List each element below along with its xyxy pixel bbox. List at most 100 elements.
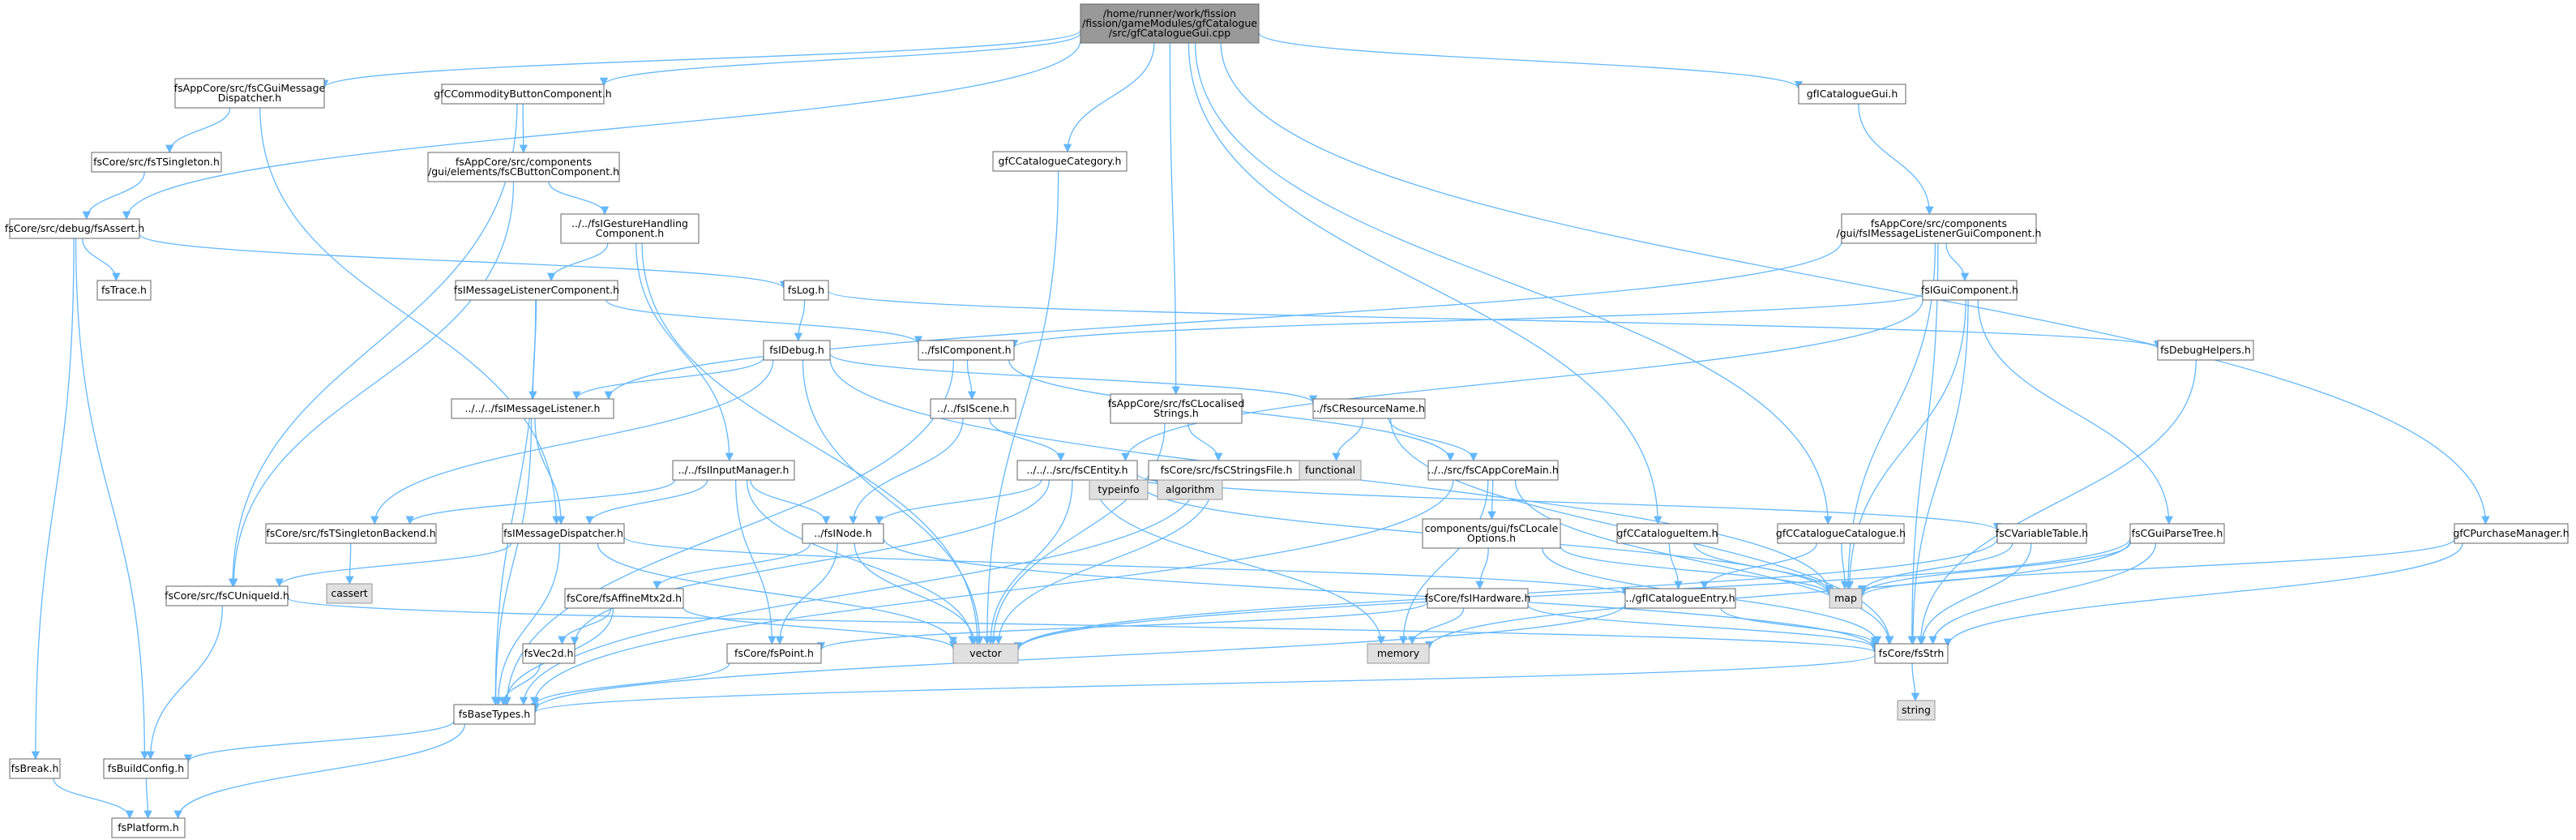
node-tsingleton[interactable]: fsCore/src/fsTSingleton.h: [91, 152, 222, 173]
node-label-guiComponent-0: fsIGuiComponent.h: [1921, 284, 2018, 296]
edge-inputManager-to-fsPoint: [735, 479, 777, 645]
edge-varTable-to-fsStrh: [1917, 542, 2032, 645]
node-box-catItem: [1616, 523, 1718, 544]
node-platform[interactable]: fsPlatform.h: [111, 817, 186, 838]
node-label-algorithm-0: algorithm: [1166, 483, 1214, 495]
node-buildConfig[interactable]: fsBuildConfig.h: [103, 758, 189, 779]
edge-uniqueId-to-fsStrh: [287, 598, 1879, 654]
edge-fsStrh-to-baseTypes: [531, 654, 1876, 714]
node-debugHelpers[interactable]: fsDebugHelpers.h: [2157, 340, 2254, 361]
edge-fsIDebug-to-msgListener: [572, 357, 764, 401]
node-label-debugHelpers-0: fsDebugHelpers.h: [2160, 344, 2251, 356]
node-label-fsBreak-0: fsBreak.h: [11, 762, 59, 774]
node-fsLog[interactable]: fsLog.h: [783, 280, 829, 301]
node-fsCEntity[interactable]: ../../../src/fsCEntity.h: [1016, 460, 1138, 481]
edge-gesture-to-msgListenerComp: [546, 242, 609, 282]
edge-catItem-to-catEntry: [1668, 542, 1683, 590]
edge-parseTree-to-fsStrh: [1928, 542, 2157, 645]
node-map: map: [1829, 588, 1863, 609]
node-resourceName[interactable]: ../fsCResourceName.h: [1312, 398, 1426, 419]
edge-fsCEntity-to-vector: [986, 479, 1073, 645]
edge-root-to-fsAssert: [122, 40, 1081, 221]
node-parseTree[interactable]: fsCGuiParseTree.h: [2129, 523, 2225, 544]
edge-parseTree-to-vector: [1013, 538, 2131, 652]
edge-fsINode-to-affineMtx: [653, 542, 811, 590]
node-label-catCatalogue-0: gfCCatalogueCatalogue.h: [1776, 527, 1906, 539]
node-box-fsCEntity: [1016, 460, 1138, 481]
node-box-appCoreMain: [1427, 460, 1559, 481]
edge-fsLog-to-fsIDebug: [794, 299, 806, 342]
node-fsStrh[interactable]: fsCore/fsStrh: [1874, 643, 1949, 664]
edge-localised-to-stringsFile: [1187, 422, 1223, 462]
edge-fsAssert-to-fsTrace: [81, 238, 121, 282]
edge-fsIScene-to-fsINode: [849, 418, 964, 525]
node-appCoreMain[interactable]: ../../src/fsCAppCoreMain.h: [1427, 460, 1559, 481]
node-box-memory: [1367, 643, 1430, 664]
node-fsTrace[interactable]: fsTrace.h: [96, 280, 152, 301]
node-msgListenerComp[interactable]: fsIMessageListenerComponent.h: [454, 280, 619, 301]
node-affineMtx[interactable]: fsCore/fsAffineMtx2d.h: [564, 588, 684, 609]
node-fsIDebug[interactable]: fsIDebug.h: [763, 340, 831, 361]
node-fsPoint[interactable]: fsCore/fsPoint.h: [726, 643, 822, 664]
edge-varTable-to-map: [1857, 542, 2013, 594]
edge-msgDispatcher-to-vector: [597, 542, 958, 645]
edge-debugHelpers-to-fsStrh: [1916, 359, 2197, 645]
node-msgListenerGui[interactable]: fsAppCore/src/components/gui/fsIMessageL…: [1837, 213, 2042, 244]
node-stringsFile[interactable]: fsCore/src/fsCStringsFile.h: [1148, 460, 1305, 481]
edge-fsCEntity-to-memory: [1093, 479, 1386, 645]
node-label-varTable-0: fsCVariableTable.h: [1996, 527, 2088, 539]
edge-commodity-to-buttonComp: [519, 103, 528, 154]
node-commodity[interactable]: gfCCommodityButtonComponent.h: [434, 84, 612, 105]
node-label-map-0: map: [1834, 592, 1857, 604]
node-catItem[interactable]: gfCCatalogueItem.h: [1616, 523, 1718, 544]
node-fsBreak[interactable]: fsBreak.h: [9, 758, 61, 779]
edge-fsAssert-to-buildConfig: [75, 238, 149, 761]
edge-msgListenerComp-to-baseTypes: [490, 299, 537, 706]
edge-stringsFile-to-vector: [994, 479, 1214, 645]
node-box-root: [1080, 3, 1260, 44]
node-label-fsIComponent-0: ../fsIComponent.h: [921, 344, 1011, 356]
node-msgDispatcher[interactable]: fsIMessageDispatcher.h: [502, 523, 625, 544]
node-label-typeinfo-0: typeinfo: [1098, 483, 1139, 495]
node-singletonBackend[interactable]: fsCore/src/fsTSingletonBackend.h: [265, 523, 437, 544]
node-baseTypes[interactable]: fsBaseTypes.h: [453, 704, 536, 725]
node-fsIComponent[interactable]: ../fsIComponent.h: [918, 340, 1015, 361]
edge-commodity-to-uniqueId: [228, 103, 518, 588]
node-hardware[interactable]: fsCore/fsIHardware.h: [1425, 588, 1531, 609]
node-label-commodity-0: gfCCommodityButtonComponent.h: [434, 88, 611, 100]
node-label-root-1: /fission/gameModules/gfCatalogue: [1082, 17, 1257, 29]
edge-msgDispatcher-to-uniqueId: [275, 542, 511, 588]
node-buttonComp[interactable]: fsAppCore/src/components/gui/elements/fs…: [427, 152, 620, 182]
node-vec2d[interactable]: fsVec2d.h: [522, 643, 576, 664]
node-uniqueId[interactable]: fsCore/src/fsCUniqueId.h: [165, 585, 289, 606]
node-label-functional-0: functional: [1305, 464, 1355, 476]
node-label-platform-0: fsPlatform.h: [118, 821, 179, 834]
node-box-fsIDebug: [763, 340, 831, 361]
edge-fsIScene-to-fsCEntity: [989, 418, 1065, 462]
node-catCategory[interactable]: gfCCatalogueCategory.h: [992, 151, 1128, 172]
node-fsIScene[interactable]: ../../fsIScene.h: [930, 398, 1016, 419]
node-catCatalogue[interactable]: gfCCatalogueCatalogue.h: [1776, 523, 1906, 544]
node-fsAssert[interactable]: fsCore/src/debug/fsAssert.h: [5, 218, 144, 239]
node-purchaseMgr[interactable]: gfCPurchaseManager.h: [2453, 523, 2570, 544]
node-inputManager[interactable]: ../../fsIInputManager.h: [672, 460, 795, 481]
edge-affineMtx-to-vec2d: [558, 607, 612, 645]
edge-buttonComp-to-gesture: [548, 181, 610, 216]
node-fsINode[interactable]: ../fsINode.h: [802, 523, 884, 544]
edge-fsCEntity-to-vec2d: [570, 479, 1051, 645]
node-catGui[interactable]: gfICatalogueGui.h: [1798, 84, 1906, 105]
edge-fsIDebug-to-singletonBackend: [370, 359, 774, 525]
node-msgListener[interactable]: ../../../fsIMessageListener.h: [451, 398, 614, 419]
node-varTable[interactable]: fsCVariableTable.h: [1996, 523, 2088, 544]
node-box-fsLog: [783, 280, 829, 301]
node-guiComponent[interactable]: fsIGuiComponent.h: [1921, 280, 2018, 301]
node-box-resourceName: [1312, 398, 1426, 419]
node-catEntry[interactable]: ../gfICatalogueEntry.h: [1624, 588, 1736, 609]
edge-fsINode-to-fsStrh: [883, 538, 1880, 650]
node-root[interactable]: /home/runner/work/fission/fission/gameMo…: [1080, 3, 1260, 44]
edge-fsIDebug-to-vector: [802, 359, 984, 645]
